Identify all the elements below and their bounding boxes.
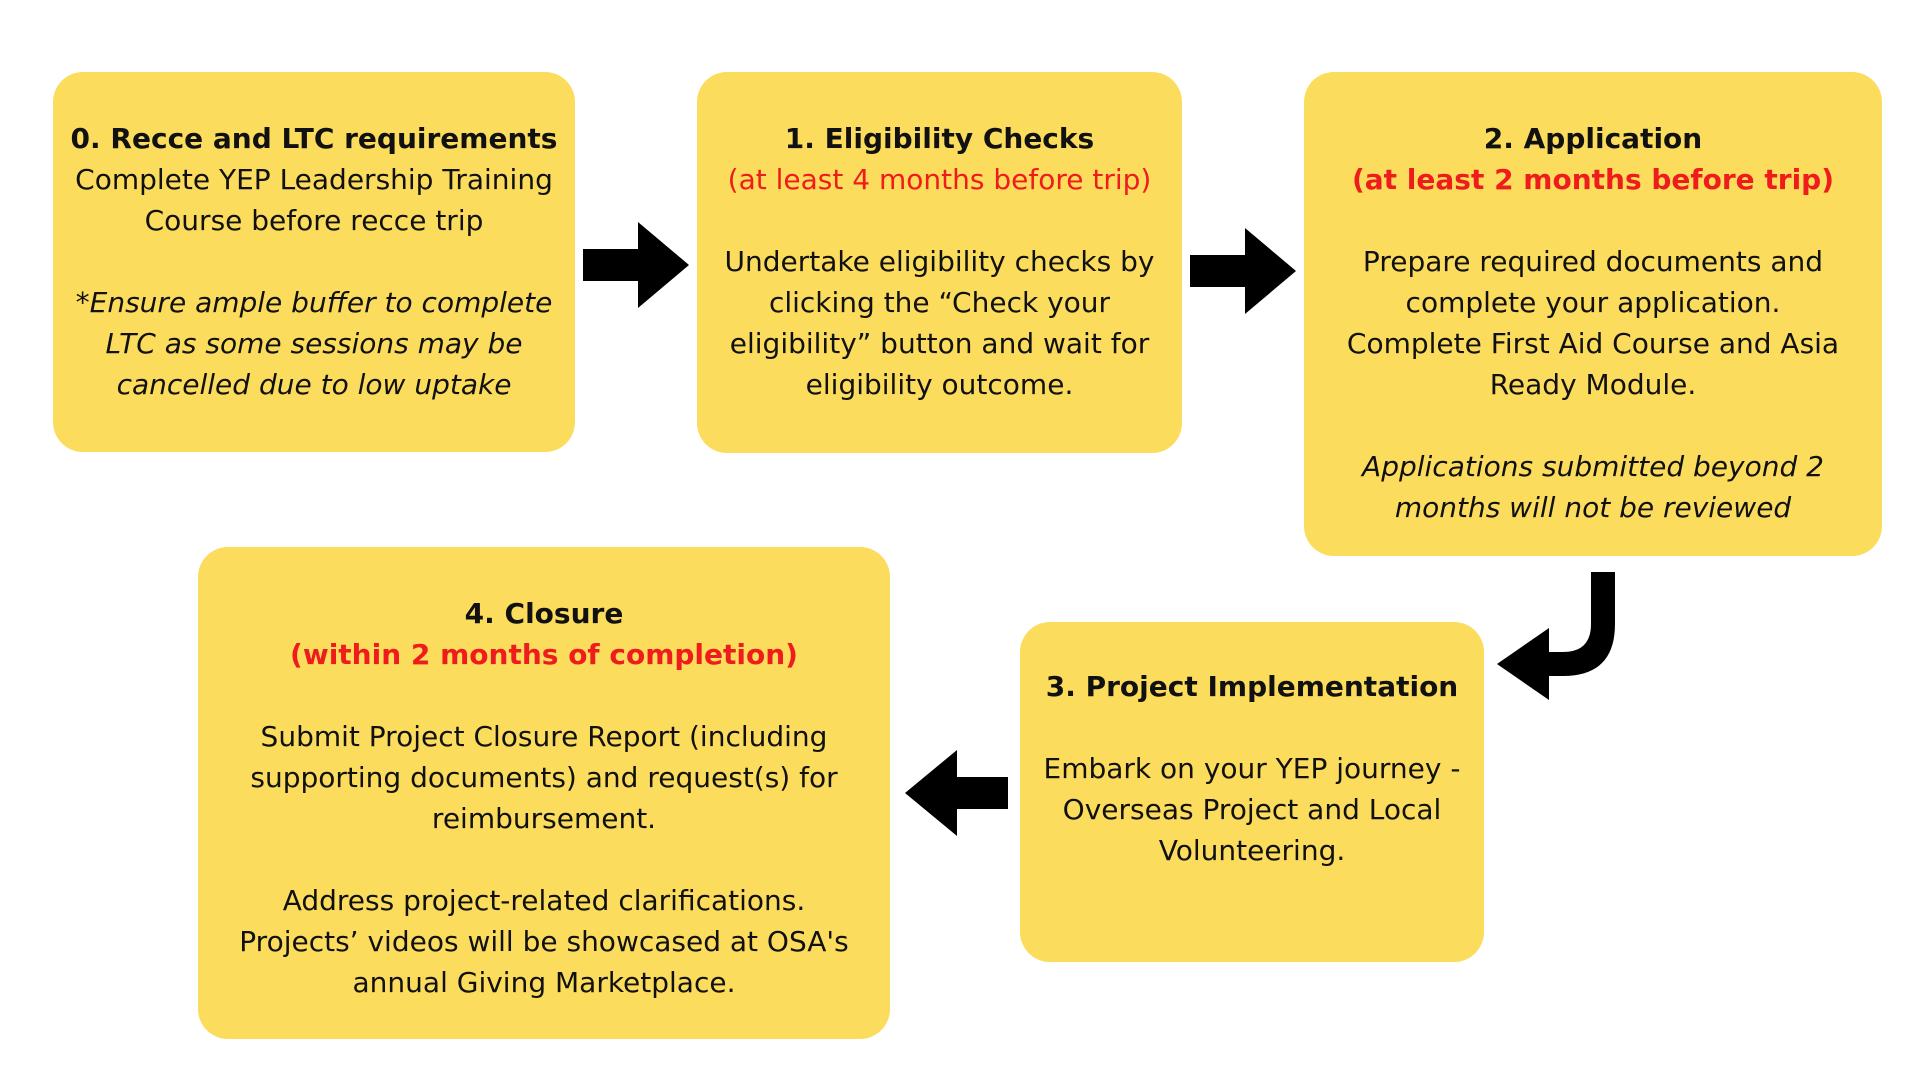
step-body-line: eligibility outcome. (805, 368, 1074, 401)
arrow-right-icon (1190, 228, 1296, 314)
step-body-line: Address project-related clarifications. (282, 884, 806, 917)
step-body-line: Prepare required documents and (1362, 245, 1824, 278)
step-body-line: Submit Project Closure Report (including (260, 720, 828, 753)
step-body-line: supporting documents) and request(s) for (250, 761, 838, 794)
step-body-line: annual Giving Marketplace. (352, 966, 736, 999)
step-note-line: LTC as some sessions may be (105, 327, 523, 360)
step-note-line: Applications submitted beyond 2 (1362, 450, 1824, 483)
step-deadline: (at least 2 months before trip) (1351, 163, 1835, 196)
step-body-line: Complete First Aid Course and Asia (1346, 327, 1840, 360)
step-note-line: cancelled due to low uptake (116, 368, 512, 401)
step-deadline: (within 2 months of completion) (290, 638, 798, 671)
step-card-closure: 4. Closure (within 2 months of completio… (198, 547, 890, 1039)
arrow-right-icon (583, 222, 689, 308)
step-title: 3. Project Implementation (1045, 670, 1459, 703)
step-body-line: eligibility” button and wait for (729, 327, 1150, 360)
step-body-line: Undertake eligibility checks by (724, 245, 1155, 278)
step-deadline: (at least 4 months before trip) (727, 163, 1152, 196)
step-body-line: Course before recce trip (144, 204, 484, 237)
step-body-line: Volunteering. (1158, 834, 1346, 867)
step-body-line: complete your application. (1405, 286, 1781, 319)
step-note-line: *Ensure ample buffer to complete (75, 286, 553, 319)
step-card-recce-ltc: 0. Recce and LTC requirements Complete Y… (53, 72, 575, 452)
step-body-line: Projects’ videos will be showcased at OS… (239, 925, 849, 958)
step-body-line: reimbursement. (431, 802, 657, 835)
step-body-line: clicking the “Check your (768, 286, 1111, 319)
step-body-line: Overseas Project and Local (1062, 793, 1442, 826)
curved-arrow-down-left-icon (1497, 572, 1615, 700)
step-body-line: Ready Module. (1489, 368, 1697, 401)
step-title: 0. Recce and LTC requirements (70, 122, 558, 155)
step-card-project-implementation: 3. Project Implementation Embark on your… (1020, 622, 1484, 962)
step-note-line: months will not be reviewed (1394, 491, 1792, 524)
step-body-line: Complete YEP Leadership Training (75, 163, 553, 196)
step-card-application: 2. Application (at least 2 months before… (1304, 72, 1882, 556)
step-card-eligibility-checks: 1. Eligibility Checks (at least 4 months… (697, 72, 1182, 453)
step-title: 2. Application (1483, 122, 1703, 155)
arrow-left-icon (905, 750, 1008, 836)
step-body-line: Embark on your YEP journey - (1043, 752, 1461, 785)
step-title: 4. Closure (464, 597, 624, 630)
step-title: 1. Eligibility Checks (784, 122, 1095, 155)
